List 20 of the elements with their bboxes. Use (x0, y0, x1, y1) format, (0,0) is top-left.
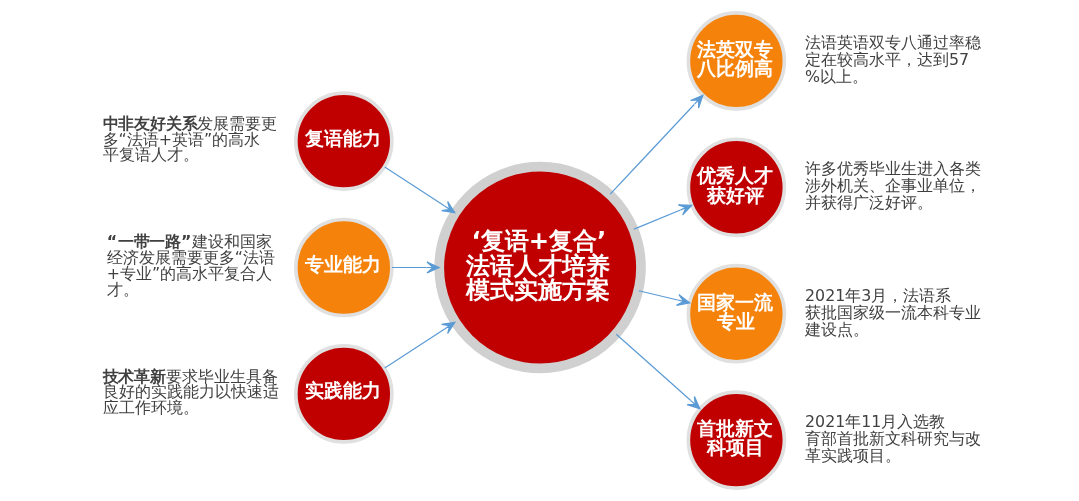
node-circle: 复语能力 (294, 91, 394, 191)
node-label: 法语英语双专八通过率稳定在较高水平，达到57%以上。 (805, 33, 982, 87)
arrow (384, 321, 456, 369)
node-circle: ‘复语+复合’法语人才培养模式实施方案 (434, 161, 646, 374)
node-label: 技术革新要求毕业生具备良好的实践能力以快速适应工作环境。 (102, 366, 279, 418)
node-label: “一带一路”建设和国家经济发展需要更多“法语+专业”的高水平复合人才。 (106, 232, 276, 299)
node-circle: 优秀人才获好评 (686, 137, 787, 238)
node-label: 中非友好关系发展需要更多“法语+英语”的高水平复语人才。 (102, 113, 278, 165)
arrow (384, 166, 456, 214)
node-circle: 国家一流专业 (686, 263, 787, 364)
arrow (638, 290, 691, 306)
node-label: 2021年11月入选教育部首批新文科研究与改革实践项目。 (805, 412, 982, 466)
arrow (609, 94, 704, 195)
node-circle: 实践能力 (294, 344, 394, 444)
arrow (615, 333, 701, 410)
arrow (633, 204, 693, 230)
node-label: 2021年3月，法语系获批国家级一流本科专业建设点。 (805, 285, 982, 339)
node-circle: 专业能力 (294, 217, 394, 318)
arrow (391, 261, 440, 274)
node-label: 许多优秀毕业生进入各类涉外机关、企事业单位，并获得广泛好评。 (805, 159, 982, 213)
